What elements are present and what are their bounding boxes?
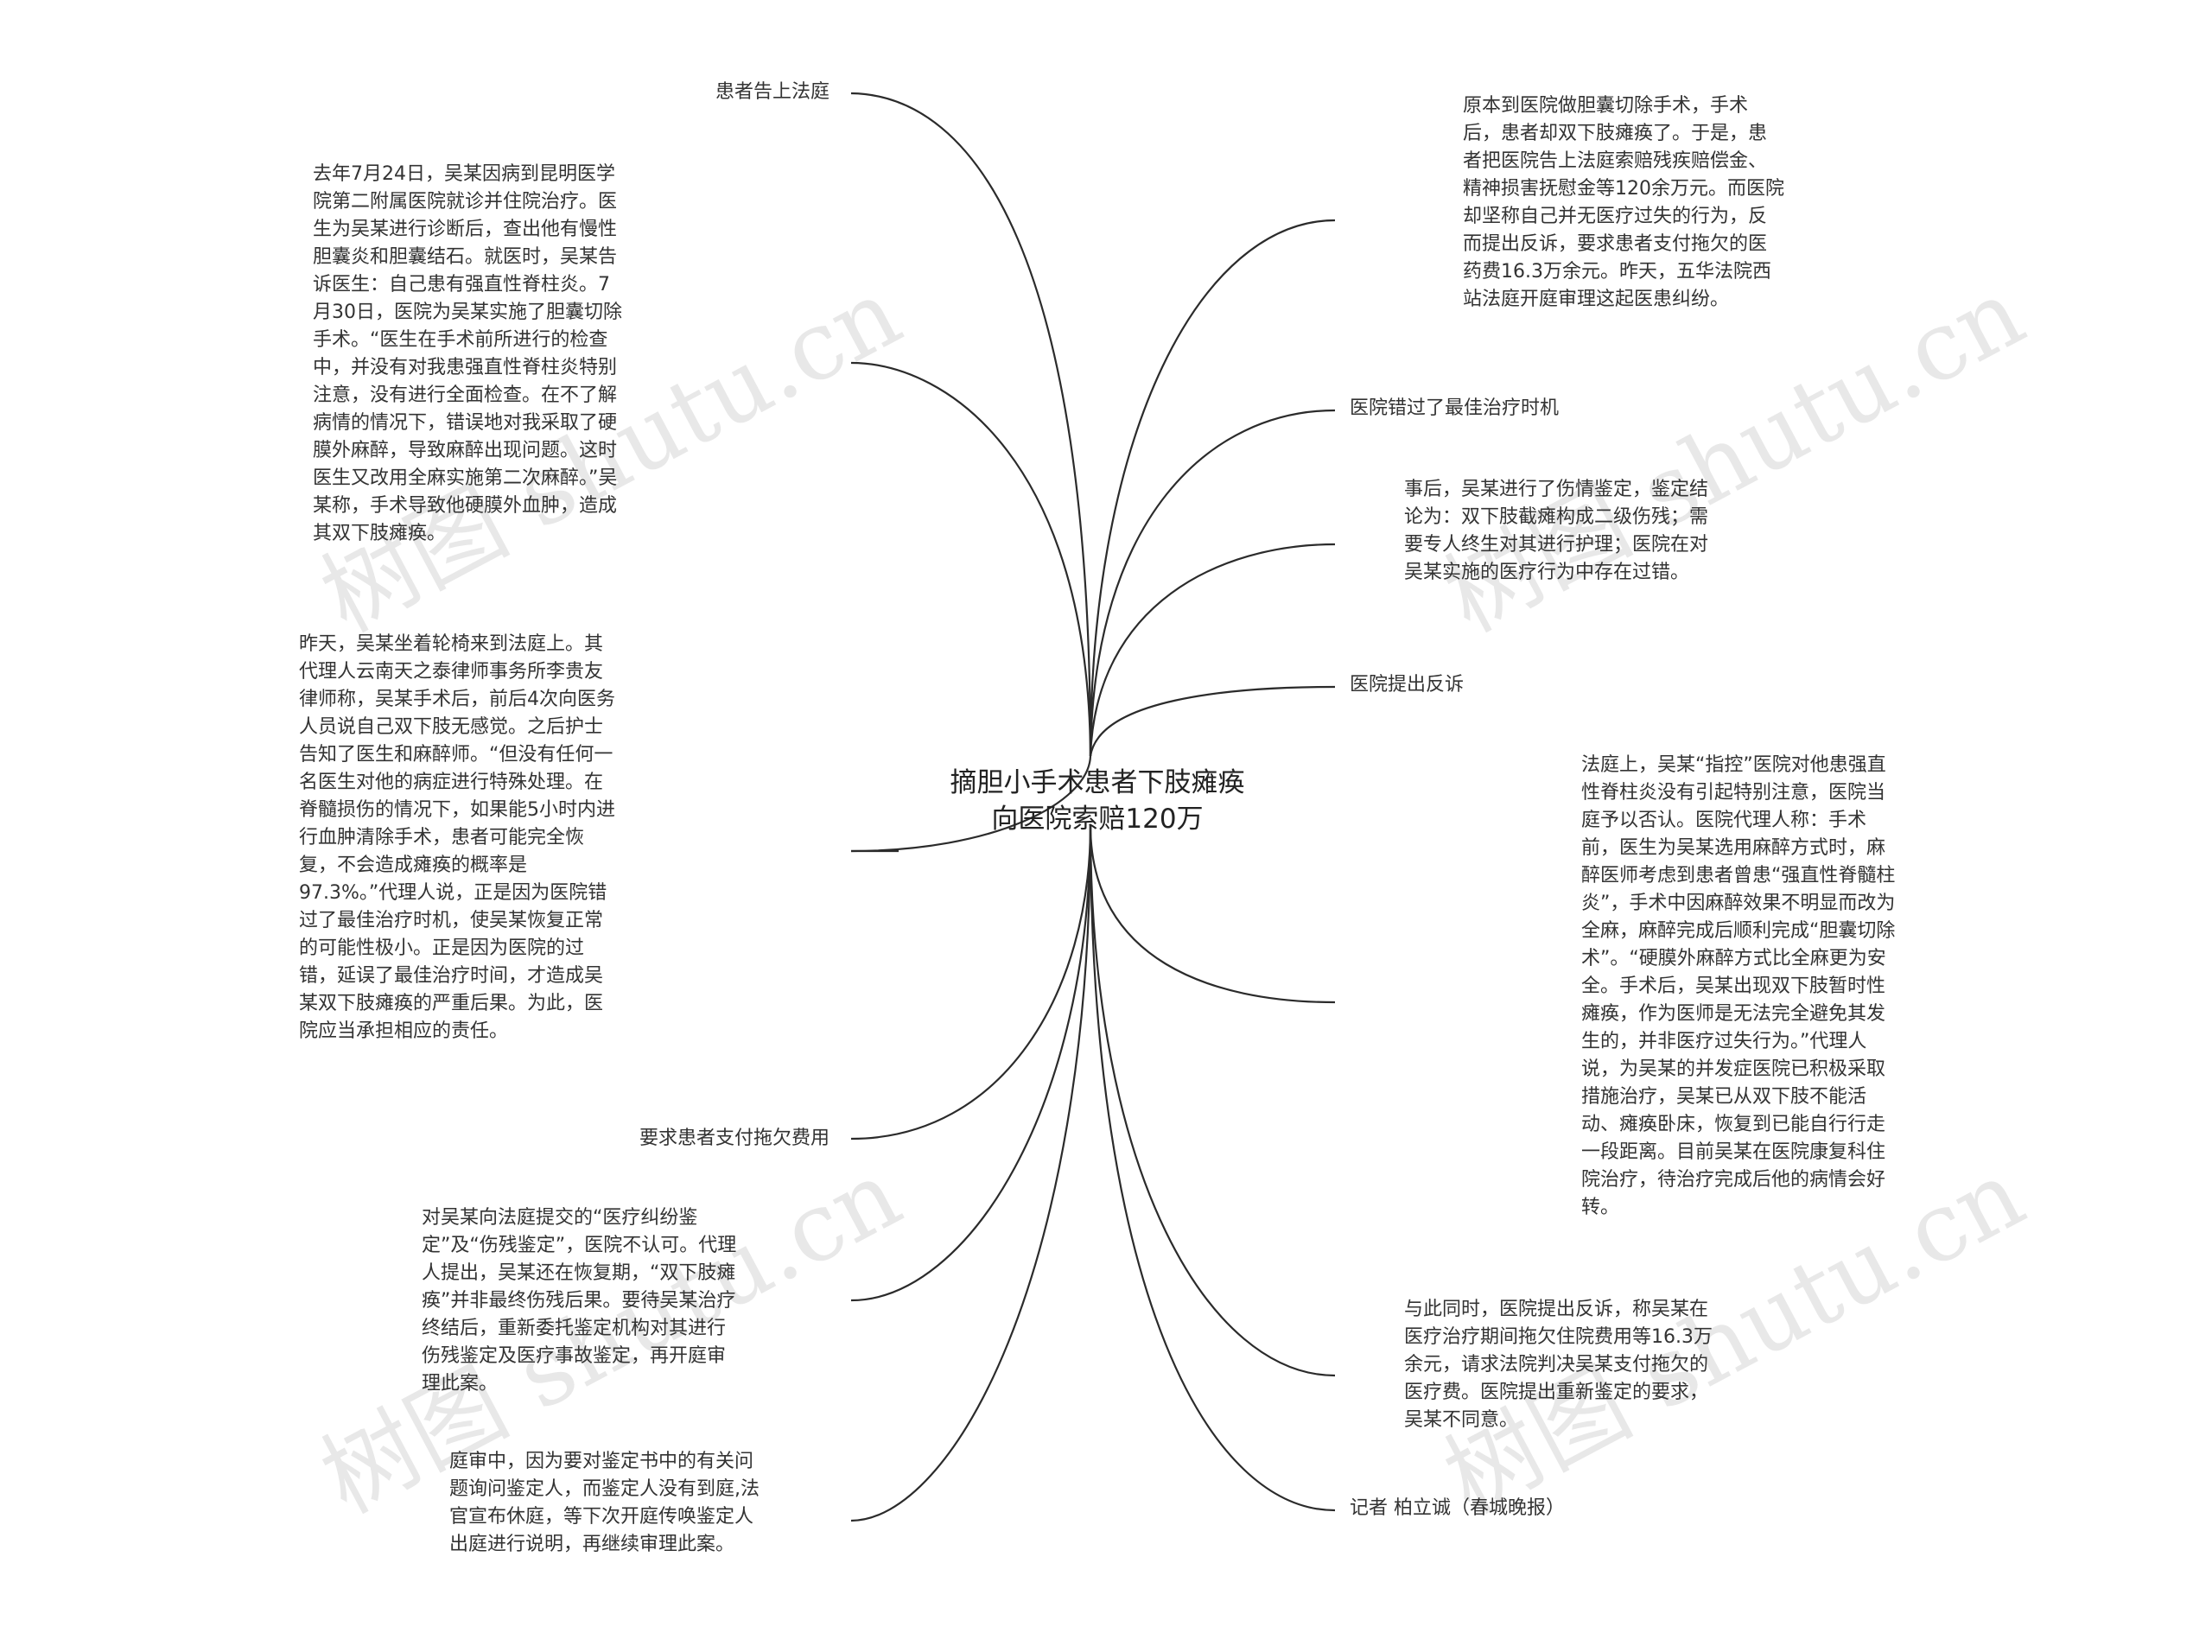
left-paragraph-node[interactable]: 庭审中，因为要对鉴定书中的有关问题询问鉴定人，而鉴定人没有到庭,法官宣布休庭，等…: [449, 1451, 760, 1555]
central-topic-line2: 向医院索赔120万: [991, 804, 1204, 835]
left-paragraph-node[interactable]: 对吴某向法庭提交的“医疗纠纷鉴定”及“伤残鉴定”，医院不认可。代理人提出，吴某还…: [422, 1207, 737, 1395]
edge-right-para4: [1089, 824, 1336, 1377]
edge-right-branch2: [1089, 685, 1336, 757]
left-paragraph-node[interactable]: 昨天，吴某坐着轮椅来到法庭上。其代理人云南天之泰律师事务所李贵友律师称，吴某手术…: [299, 633, 615, 1042]
right-paragraph-node[interactable]: 法庭上，吴某“指控”医院对他患强直性脊柱炎没有引起特别注意，医院当庭予以否认。医…: [1581, 754, 1896, 1218]
edge-left-para3: [850, 824, 1092, 1302]
edge-left-para4: [850, 824, 1092, 1522]
central-topic-line1: 摘胆小手术患者下肢瘫痪: [950, 767, 1245, 798]
central-topic[interactable]: 摘胆小手术患者下肢瘫痪 向医院索赔120万: [925, 765, 1270, 837]
left-branch-node[interactable]: 要求患者支付拖欠费用: [639, 1128, 830, 1149]
right-paragraph-node[interactable]: 与此同时，医院提出反诉，称吴某在医疗治疗期间拖欠住院费用等16.3万余元，请求法…: [1404, 1299, 1713, 1431]
right-branch-node[interactable]: 医院错过了最佳治疗时机: [1350, 397, 1560, 419]
right-paragraph-node[interactable]: 事后，吴某进行了伤情鉴定，鉴定结论为：双下肢截瘫构成二级伤残；需要专人终生对其进…: [1404, 479, 1709, 583]
edge-right-branch1: [1089, 409, 1336, 757]
edge-right-para1: [1089, 219, 1336, 757]
left-paragraph-node[interactable]: 去年7月24日，吴某因病到昆明医学院第二附属医院就诊并住院治疗。医生为吴某进行诊…: [313, 163, 622, 544]
edge-left-branch1: [850, 92, 1092, 757]
edge-left-para2: [850, 755, 1092, 853]
edge-right-branch3: [1089, 824, 1336, 1512]
edge-left-para1: [850, 361, 1092, 757]
edge-right-para2: [1089, 543, 1336, 757]
edge-right-para3: [1089, 824, 1336, 1004]
right-paragraph-node[interactable]: 原本到医院做胆囊切除手术，手术后，患者却双下肢瘫痪了。于是，患者把医院告上法庭索…: [1463, 95, 1784, 310]
edge-left-branch2: [850, 824, 1092, 1141]
left-branch-node[interactable]: 患者告上法庭: [715, 81, 830, 103]
right-branch-node[interactable]: 医院提出反诉: [1350, 674, 1465, 696]
right-branch-node[interactable]: 记者 柏立诚（春城晚报）: [1350, 1497, 1565, 1519]
